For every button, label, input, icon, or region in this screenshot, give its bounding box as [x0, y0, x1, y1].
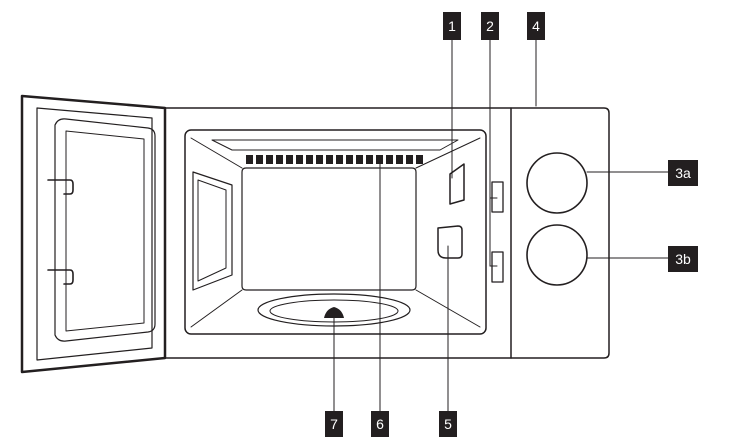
leader-lines: [333, 39, 669, 412]
ceiling-recess: [211, 139, 459, 151]
power-knob[interactable]: [526, 224, 588, 286]
cavity-outer: [184, 129, 487, 335]
vent-slot: [386, 155, 393, 164]
callout-5-label: 5: [444, 416, 452, 432]
door: [20, 94, 167, 374]
callout-3b: 3b: [668, 246, 698, 272]
cavity: [184, 129, 487, 335]
body-outline: [164, 107, 610, 359]
turntable-coupler: [324, 307, 344, 318]
vent-slot: [336, 155, 343, 164]
vent-slot: [406, 155, 413, 164]
cavity-back-wall: [241, 167, 417, 291]
vent-slot: [286, 155, 293, 164]
callout-2: 2: [481, 12, 499, 40]
vent-slot: [396, 155, 403, 164]
vent-slot: [326, 155, 333, 164]
callout-4: 4: [527, 12, 545, 40]
door-window-inner: [65, 130, 145, 332]
callout-2-label: 2: [486, 18, 494, 34]
callout-7: 7: [325, 411, 343, 437]
vent-slot: [256, 155, 263, 164]
interlock-top: [491, 181, 504, 213]
callout-3b-label: 3b: [675, 251, 691, 267]
vent-slot: [416, 155, 423, 164]
callout-3a-label: 3a: [675, 165, 691, 181]
door-latch-bottom: [47, 269, 74, 285]
microwave-body: [164, 107, 610, 359]
side-window: [192, 171, 233, 291]
vent-slot: [356, 155, 363, 164]
vent-slot: [266, 155, 273, 164]
vent-slot: [296, 155, 303, 164]
vent-slot: [276, 155, 283, 164]
grill-vents: [246, 155, 423, 164]
interlock-bottom: [491, 251, 504, 283]
callout-7-label: 7: [330, 416, 338, 432]
callout-5: 5: [439, 411, 457, 437]
vent-slot: [376, 155, 383, 164]
safety-interlock-opening: [449, 163, 465, 205]
door-inner-frame: [36, 107, 153, 361]
callout-1-label: 1: [448, 18, 456, 34]
callout-4-label: 4: [532, 18, 540, 34]
door-latch-top: [47, 179, 74, 195]
vent-slot: [366, 155, 373, 164]
callout-1: 1: [443, 12, 461, 40]
vent-slot: [306, 155, 313, 164]
vent-slot: [246, 155, 253, 164]
door-window: [54, 118, 156, 342]
vent-slot: [346, 155, 353, 164]
timer-knob[interactable]: [526, 152, 588, 214]
vent-slot: [316, 155, 323, 164]
callout-6: 6: [371, 411, 389, 437]
waveguide-cover: [437, 225, 463, 259]
callout-6-label: 6: [376, 416, 384, 432]
callout-3a: 3a: [668, 160, 698, 186]
